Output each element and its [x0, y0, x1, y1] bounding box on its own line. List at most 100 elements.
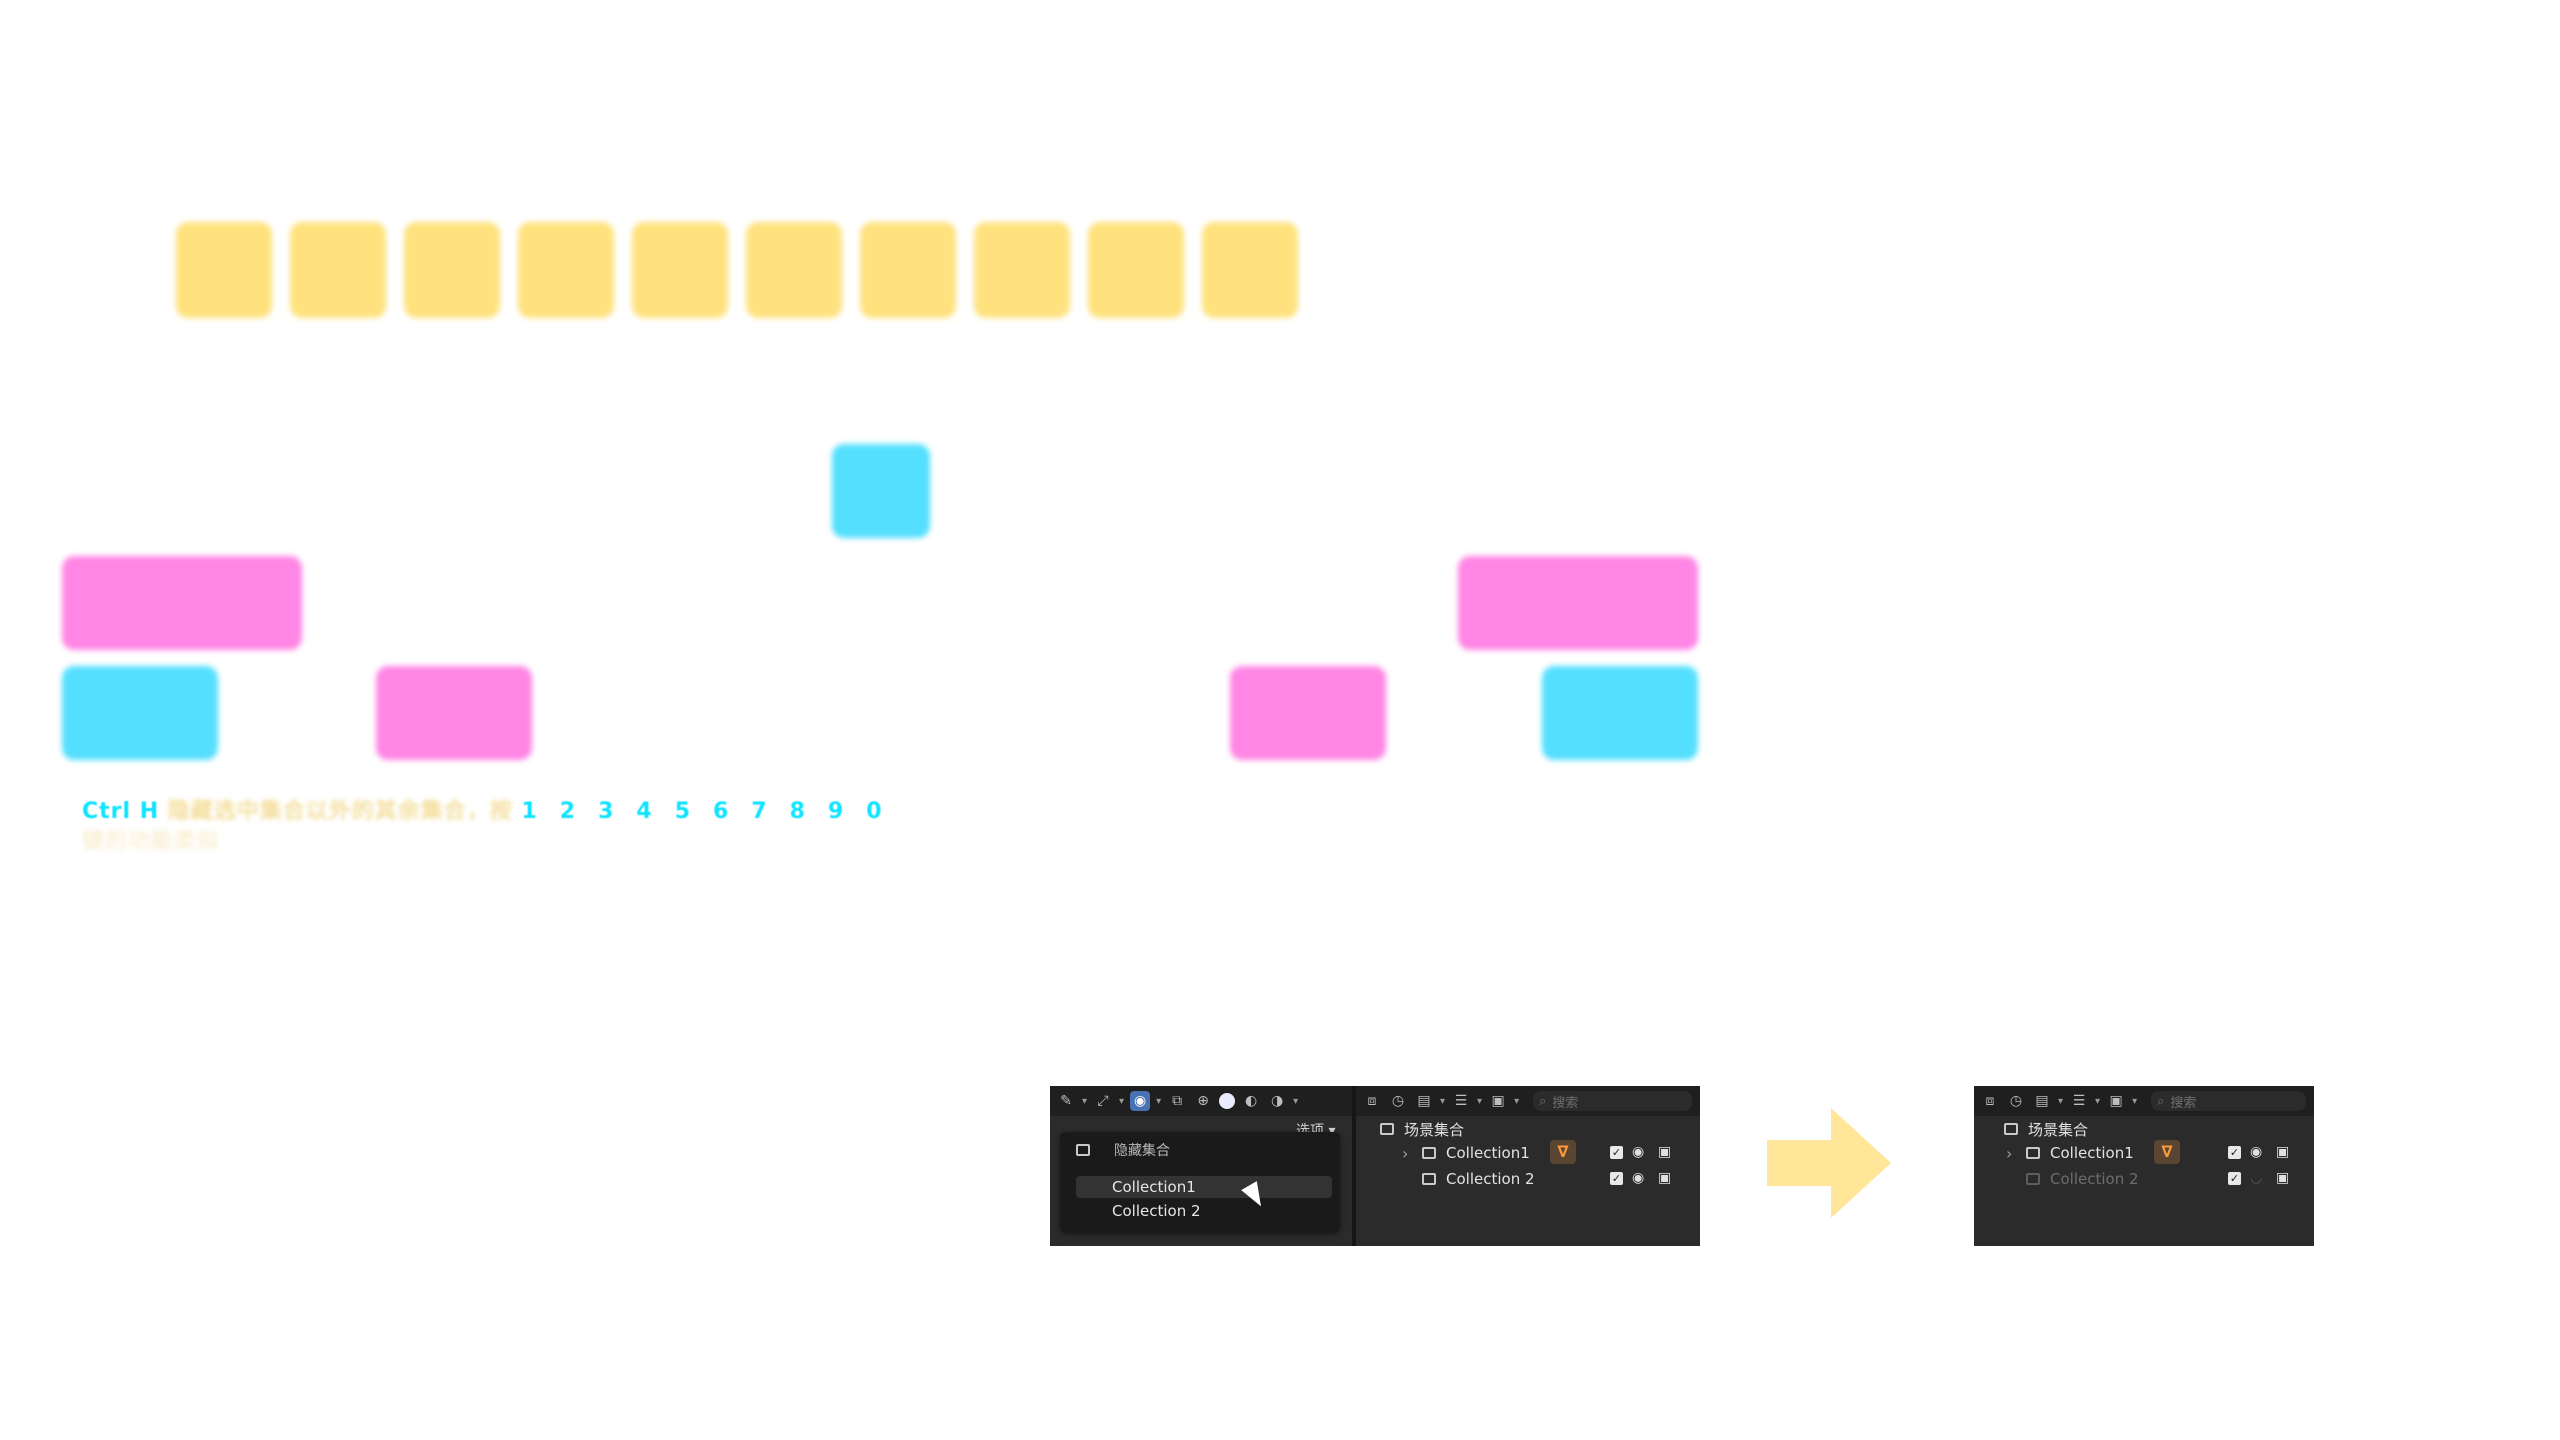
- menu-item-collection1[interactable]: Collection1: [1076, 1176, 1332, 1198]
- scene-collection-row[interactable]: 场景集合: [1380, 1118, 1464, 1140]
- camera-icon[interactable]: ▣: [1658, 1144, 1672, 1160]
- filter-icon[interactable]: ▤: [2035, 1093, 2049, 1109]
- history-icon[interactable]: ◷: [2009, 1093, 2023, 1109]
- expand-arrow-icon[interactable]: ›: [2006, 1144, 2013, 1163]
- number-key-6: [746, 222, 842, 318]
- gizmo-icon[interactable]: ⤢: [1097, 1093, 1109, 1109]
- menu-item-collection2[interactable]: Collection 2: [1112, 1202, 1201, 1220]
- camera-icon[interactable]: ▣: [1658, 1170, 1672, 1186]
- scene-collection-label: 场景集合: [1404, 1120, 1465, 1139]
- number-label: 1: [521, 799, 538, 824]
- number-label: 4: [636, 799, 653, 824]
- collection-icon: [1422, 1147, 1436, 1159]
- blender-after-panel: ⧈ ◷ ▤ ▾ ☰ ▾ ▣ ▾ ⌕ 搜索 场景集合 › Collection1 …: [1974, 1086, 2314, 1246]
- right-arrow-icon: [1767, 1108, 1891, 1218]
- snap-icon[interactable]: ✎: [1060, 1093, 1072, 1109]
- filter-icon[interactable]: ▤: [1417, 1093, 1431, 1109]
- number-label: 7: [751, 799, 768, 824]
- display-mode-icon[interactable]: ⧈: [1985, 1093, 1995, 1109]
- h-key: [832, 444, 930, 538]
- view-icon[interactable]: ▣: [2109, 1093, 2123, 1109]
- number-key-3: [404, 222, 500, 318]
- number-key-1: [176, 222, 272, 318]
- number-key-2: [290, 222, 386, 318]
- scene-collection-row[interactable]: 场景集合: [2004, 1118, 2088, 1140]
- camera-icon[interactable]: ▣: [2276, 1144, 2290, 1160]
- chevron-down-icon: ▾: [1082, 1095, 1088, 1107]
- scene-collection-label: 场景集合: [2028, 1120, 2089, 1139]
- collection-row[interactable]: Collection1: [1422, 1142, 1530, 1164]
- sort-icon[interactable]: ☰: [2072, 1093, 2086, 1109]
- rendered-shading-icon[interactable]: ◑: [1270, 1093, 1284, 1109]
- expand-arrow-icon[interactable]: ›: [1402, 1144, 1409, 1163]
- viewport-toolbar: ✎ ▾ ⤢ ▾ ◉ ▾ ⧉ ⊕ ◐ ◑ ▾: [1050, 1086, 1356, 1116]
- solid-shading-icon[interactable]: [1219, 1093, 1236, 1109]
- chevron-down-icon: ▾: [1477, 1095, 1483, 1107]
- sort-icon[interactable]: ☰: [1454, 1093, 1468, 1109]
- search-input[interactable]: ⌕ 搜索: [1533, 1091, 1692, 1111]
- chevron-down-icon: ▾: [2095, 1095, 2101, 1107]
- number-label: 0: [866, 799, 883, 824]
- search-input[interactable]: ⌕ 搜索: [2151, 1091, 2306, 1111]
- editor-divider[interactable]: [1352, 1086, 1356, 1246]
- search-icon: ⌕: [1539, 1093, 1547, 1109]
- collection-icon: [1076, 1144, 1090, 1156]
- number-key-5: [632, 222, 728, 318]
- collection-row-hidden[interactable]: Collection 2: [2026, 1168, 2139, 1190]
- checkbox-icon[interactable]: ✓: [1610, 1146, 1623, 1159]
- right-ctrl-key: [1542, 666, 1698, 760]
- chevron-down-icon: ▾: [2058, 1095, 2064, 1107]
- menu-title: 隐藏集合: [1076, 1140, 1170, 1160]
- chevron-down-icon: ▾: [1119, 1095, 1125, 1107]
- checkbox-icon[interactable]: ✓: [2228, 1146, 2241, 1159]
- number-key-8: [974, 222, 1070, 318]
- number-label: 8: [789, 799, 806, 824]
- search-icon: ⌕: [2157, 1093, 2165, 1109]
- view-icon[interactable]: ▣: [1491, 1093, 1505, 1109]
- number-label: 6: [713, 799, 730, 824]
- object-badge-icon: ∇: [2154, 1140, 2180, 1164]
- chevron-down-icon: ▾: [1440, 1095, 1446, 1107]
- left-shift-key: [62, 556, 302, 650]
- display-mode-icon[interactable]: ⧈: [1367, 1093, 1377, 1109]
- number-label: 9: [827, 799, 845, 824]
- right-shift-key: [1458, 556, 1698, 650]
- collection-icon: [2004, 1123, 2018, 1135]
- xray-icon[interactable]: ⧉: [1172, 1093, 1183, 1109]
- eye-icon[interactable]: ◉: [1632, 1170, 1645, 1186]
- left-ctrl-key: [62, 666, 218, 760]
- collection-row[interactable]: Collection1: [2026, 1142, 2134, 1164]
- collection-label: Collection1: [2050, 1144, 2134, 1162]
- eye-closed-icon[interactable]: ◡: [2250, 1170, 2263, 1186]
- wireframe-shading-icon[interactable]: ⊕: [1197, 1093, 1209, 1109]
- history-icon[interactable]: ◷: [1391, 1093, 1405, 1109]
- chevron-down-icon: ▾: [1156, 1095, 1162, 1107]
- eye-icon[interactable]: ◉: [2250, 1144, 2263, 1160]
- chevron-down-icon: ▾: [1514, 1095, 1520, 1107]
- collection-icon: [1422, 1173, 1436, 1185]
- search-placeholder: 搜索: [2170, 1095, 2197, 1111]
- left-alt-key: [376, 666, 532, 760]
- collection-label: Collection1: [1446, 1144, 1530, 1162]
- overlay-icon[interactable]: ◉: [1130, 1091, 1151, 1111]
- collection-icon: [2026, 1173, 2040, 1185]
- number-key-0: [1202, 222, 1298, 318]
- object-badge-icon: ∇: [1550, 1140, 1576, 1164]
- number-key-7: [860, 222, 956, 318]
- material-shading-icon[interactable]: ◐: [1244, 1093, 1258, 1109]
- checkbox-icon[interactable]: ✓: [1610, 1172, 1623, 1185]
- hide-collection-menu: 隐藏集合 Collection1 Collection 2: [1060, 1132, 1340, 1232]
- outliner-toolbar: ⧈ ◷ ▤ ▾ ☰ ▾ ▣ ▾ ⌕ 搜索: [1356, 1086, 1700, 1116]
- collection-label: Collection 2: [1446, 1170, 1535, 1188]
- caption-text: 隐藏选中集合以外的其余集合，按: [167, 799, 513, 824]
- eye-icon[interactable]: ◉: [1632, 1144, 1645, 1160]
- menu-title-label: 隐藏集合: [1114, 1143, 1170, 1159]
- caption-line-2: 键的功能类似: [82, 829, 221, 854]
- camera-icon[interactable]: ▣: [2276, 1170, 2290, 1186]
- checkbox-icon[interactable]: ✓: [2228, 1172, 2241, 1185]
- right-alt-key: [1230, 666, 1386, 760]
- collection-row[interactable]: Collection 2: [1422, 1168, 1535, 1190]
